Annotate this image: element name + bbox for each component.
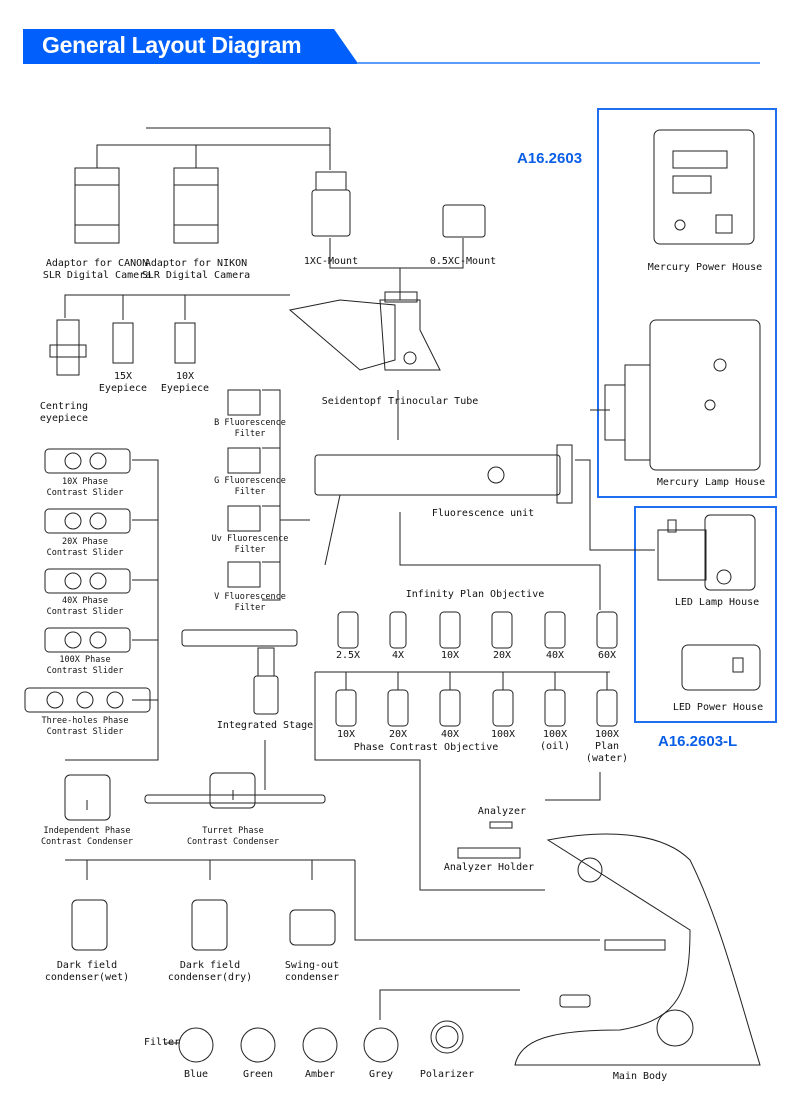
mercury-power-label: Mercury Power House [647,262,763,273]
infinity-objective-label: 10X [440,650,460,661]
main-body-drawing [514,833,761,1066]
title-underline [357,62,760,64]
phase-objective-label: 20X [388,729,408,740]
main-body-label: Main Body [612,1071,668,1082]
infinity-objective-title: Infinity Plan Objective [405,589,545,600]
filter-green-label: Green [242,1069,274,1080]
led-set-frame [634,506,777,723]
filter-amber-label: Amber [304,1069,336,1080]
condenser-drawings [64,772,336,951]
model-code-mercury: A16.2603 [517,150,583,167]
mount-05x-label: 0.5XC-Mount [429,256,497,267]
infinity-objective-label: 60X [597,650,617,661]
mercury-set-frame [597,108,777,498]
connector-lines [64,127,655,1044]
eyepiece-drawings [49,319,196,376]
mercury-lamp-label: Mercury Lamp House [656,477,766,488]
fluorescence-unit-label: Fluorescence unit [431,508,535,519]
stage-drawing [181,629,298,715]
adaptor-nikon-drawing [173,167,219,244]
trinocular-drawing [288,291,441,371]
mercury-power-drawing [653,129,755,245]
fluorescence-filter-drawings [227,389,261,588]
analyzer-drawings [457,821,521,859]
mount-1x-label: 1XC-Mount [303,256,359,267]
led-power-label: LED Power House [672,702,764,713]
adaptor-canon-drawing [74,167,120,244]
mount-1x-drawing [311,171,351,237]
trinocular-label: Seidentopf Trinocular Tube [321,396,479,407]
objective-drawings [335,611,618,727]
mount-05x-drawing [442,204,486,238]
phase-slider-drawings [24,448,151,713]
page-title: General Layout Diagram [42,32,302,58]
phase-objective-label: 100X [490,729,516,740]
model-code-led: A16.2603-L [658,733,738,750]
filter-blue-label: Blue [183,1069,209,1080]
stage-label: Integrated Stage [216,720,314,731]
title-banner: General Layout Diagram [23,29,357,64]
polarizer-label: Polarizer [419,1069,475,1080]
phase-objective-title: Phase Contrast Objective [353,742,499,753]
infinity-objective-label: 4X [391,650,405,661]
filter-grey-label: Grey [368,1069,394,1080]
mercury-lamp-drawing [604,319,761,471]
phase-objective-label: 40X [440,729,460,740]
color-filter-drawings [178,1020,464,1063]
analyzer-label: Analyzer [477,806,527,817]
analyzer-holder-label: Analyzer Holder [443,862,535,873]
phase-objective-label: 10X [336,729,356,740]
fluorescence-unit-drawing [314,444,573,566]
led-power-drawing [681,644,761,691]
phase-objective-label: 100X(oil) [539,729,571,752]
filter-label: Filter [143,1037,181,1048]
infinity-objective-label: 2.5X [335,650,361,661]
infinity-objective-label: 20X [492,650,512,661]
led-lamp-drawing [657,514,756,591]
infinity-objective-label: 40X [545,650,565,661]
led-lamp-label: LED Lamp House [674,597,760,608]
